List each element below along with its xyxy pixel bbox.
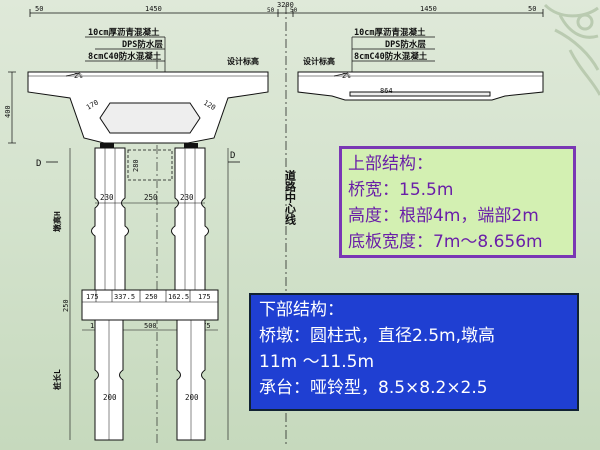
layer-leaders-left bbox=[85, 36, 166, 72]
label-pier-height: 墩高H bbox=[52, 211, 62, 232]
layer-concrete-left: 8cmC40防水混凝土 bbox=[88, 51, 162, 62]
dim-1450-right: 1450 bbox=[420, 5, 437, 13]
upper-structure-bottom-width: 底板宽度：7m～8.656m bbox=[348, 232, 543, 252]
cap-dim-3: 250 bbox=[145, 293, 158, 301]
dim-400: 400 bbox=[4, 105, 12, 118]
slope-left: 2% bbox=[74, 72, 83, 80]
pier-dim-3: 230 bbox=[180, 193, 194, 202]
design-elev-right: 设计标高 bbox=[303, 56, 335, 66]
bearings bbox=[100, 143, 198, 148]
pier-tie bbox=[127, 149, 173, 181]
dim-50-right: 50 bbox=[528, 5, 536, 13]
cap-dim-4: 162.5 bbox=[168, 293, 189, 301]
layer-leaders-right bbox=[351, 36, 435, 72]
pile-dim-2: 200 bbox=[185, 393, 199, 402]
upper-structure-title: 上部结构： bbox=[348, 154, 433, 174]
corner-ornament bbox=[543, 3, 600, 96]
layer-dps-right: DPS防水层 bbox=[385, 39, 426, 50]
pier-dim-2: 250 bbox=[144, 193, 158, 202]
cap-lower-dim-2: 500 bbox=[144, 322, 157, 330]
piles bbox=[94, 319, 206, 441]
dim-50-mid-b: 50 bbox=[290, 7, 298, 14]
top-dimension-line bbox=[29, 9, 544, 17]
label-pile-length: 桩长L bbox=[52, 369, 62, 390]
dim-864: 864 bbox=[380, 87, 393, 95]
pile-cap bbox=[81, 289, 219, 321]
lower-structure-pier-height: 11m ～11.5m bbox=[259, 352, 375, 372]
lower-structure-pier: 桥墩：圆柱式，直径2.5m,墩高 bbox=[259, 326, 495, 346]
deck-left bbox=[27, 71, 269, 144]
dim-280: 280 bbox=[132, 159, 140, 172]
dim-1450-left: 1450 bbox=[145, 5, 162, 13]
pier-columns bbox=[91, 147, 209, 291]
cap-dim-2: 337.5 bbox=[114, 293, 135, 301]
dim-50-mid-a: 50 bbox=[267, 7, 275, 14]
layer-dps-left: DPS防水层 bbox=[122, 39, 163, 50]
marker-d-right: D bbox=[230, 151, 235, 161]
dim-3200: 3200 bbox=[277, 1, 294, 9]
lower-structure-pile-cap: 承台：哑铃型，8.5×8.2×2.5 bbox=[259, 378, 488, 398]
lower-structure-title: 下部结构： bbox=[259, 300, 344, 320]
slope-right: 2% bbox=[342, 72, 351, 80]
layer-concrete-right: 8cmC40防水混凝土 bbox=[354, 51, 428, 62]
road-centerline-label: 道路中心线 bbox=[284, 169, 297, 226]
pile-dim-1: 200 bbox=[103, 393, 117, 402]
upper-structure-panel: 上部结构： 桥宽：15.5m 高度：根部4m，端部2m 底板宽度：7m～8.65… bbox=[339, 146, 576, 258]
cap-dim-1: 175 bbox=[86, 293, 99, 301]
upper-structure-height: 高度：根部4m，端部2m bbox=[348, 206, 539, 226]
pier-dim-1: 230 bbox=[100, 193, 114, 202]
cap-dim-5: 175 bbox=[198, 293, 211, 301]
design-elev-left: 设计标高 bbox=[227, 56, 259, 66]
dim-250-side: 250 bbox=[62, 299, 70, 312]
dim-50-left: 50 bbox=[35, 5, 43, 13]
pier-column-inner-lines bbox=[104, 148, 196, 290]
layer-asphalt-right: 10cm厚沥青混凝土 bbox=[354, 27, 426, 38]
lower-structure-panel: 下部结构： 桥墩：圆柱式，直径2.5m,墩高 11m ～11.5m 承台：哑铃型… bbox=[249, 293, 579, 411]
marker-d-left: D bbox=[36, 159, 41, 169]
deck-right bbox=[297, 71, 544, 101]
layer-asphalt-left: 10cm厚沥青混凝土 bbox=[88, 27, 160, 38]
upper-structure-bridge-width: 桥宽：15.5m bbox=[348, 180, 454, 200]
